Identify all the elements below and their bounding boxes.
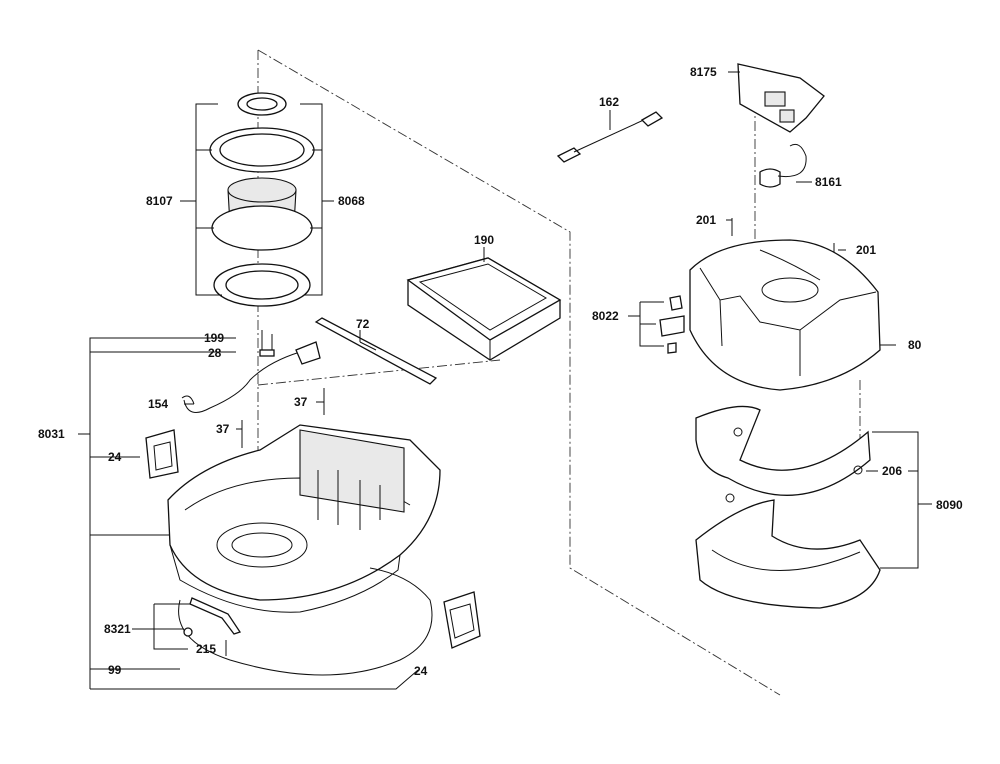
label-37-right: 37 (294, 395, 308, 409)
label-199: 199 (204, 331, 224, 345)
sensor-8161 (759, 143, 807, 188)
label-201-left: 201 (696, 213, 716, 227)
label-24-right: 24 (414, 664, 428, 678)
label-215: 215 (196, 642, 216, 656)
label-154: 154 (148, 397, 168, 411)
label-99: 99 (108, 663, 122, 677)
catch-24-right (443, 591, 481, 649)
bracket-8031 (78, 71, 896, 690)
label-8031: 8031 (38, 427, 65, 441)
bracket-8107 (180, 103, 222, 296)
ring-upper (695, 405, 871, 503)
label-201-right: 201 (856, 243, 876, 257)
label-72: 72 (356, 317, 370, 331)
label-8068: 8068 (338, 194, 365, 208)
ring-lower (695, 499, 881, 609)
label-8022: 8022 (592, 309, 619, 323)
label-24-left: 24 (108, 450, 122, 464)
label-162: 162 (599, 95, 619, 109)
housing-base (167, 424, 441, 613)
label-8090: 8090 (936, 498, 963, 512)
label-206: 206 (882, 464, 902, 478)
bracket-8090 (866, 431, 932, 569)
part-labels: 8175 162 8161 201 201 8107 8068 190 8022… (38, 65, 963, 678)
catch-24-left (145, 429, 179, 479)
label-8161: 8161 (815, 175, 842, 189)
label-28: 28 (208, 346, 222, 360)
cable-162 (556, 110, 664, 163)
label-37-left: 37 (216, 422, 230, 436)
bracket-8068 (300, 103, 334, 296)
label-8107: 8107 (146, 194, 173, 208)
label-8175: 8175 (690, 65, 717, 79)
label-8321: 8321 (104, 622, 131, 636)
filter-190 (406, 247, 562, 361)
label-190: 190 (474, 233, 494, 247)
housing-top-80 (689, 239, 881, 391)
bar-72 (314, 317, 438, 385)
cable-154 (181, 341, 321, 413)
seal-99 (178, 567, 433, 676)
label-80: 80 (908, 338, 922, 352)
motor-assembly (209, 92, 315, 307)
parts-8022 (628, 295, 685, 354)
board-8175 (737, 63, 825, 133)
